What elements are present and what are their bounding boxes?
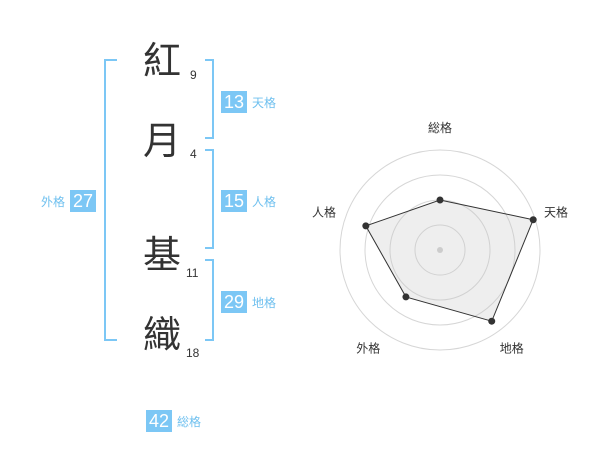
chikaku-badge: 29 地格: [221, 291, 276, 313]
stroke-count-2: 4: [190, 147, 197, 161]
tenkaku-label: 天格: [252, 95, 277, 110]
radar-point-2: [529, 216, 537, 224]
stroke-count-3: 11: [186, 266, 199, 280]
soukaku-value: 42: [146, 410, 172, 432]
radar-axis-label-5: 人格: [312, 204, 336, 219]
radar-axis-label-1: 総格: [428, 120, 452, 135]
radar-axis-label-4: 外格: [356, 341, 380, 356]
radar-ring: [339, 149, 541, 351]
jinkaku-value: 15: [221, 190, 247, 212]
radar-point-4: [402, 293, 410, 301]
jinkaku-badge: 15 人格: [221, 190, 276, 212]
name-char-3: 基: [143, 233, 182, 277]
tenkaku-value: 13: [221, 91, 247, 113]
name-char-4: 織: [143, 313, 182, 357]
jinkaku-label: 人格: [252, 194, 277, 209]
radar-ring: [364, 174, 516, 326]
chikaku-bracket: [205, 259, 214, 341]
radar-point-1: [436, 196, 444, 204]
radar-axis-label-3: 地格: [500, 341, 524, 356]
name-char-1: 紅: [143, 39, 182, 83]
stroke-count-4: 18: [186, 346, 200, 360]
stroke-count-1: 9: [190, 68, 197, 82]
soukaku-badge: 42 総格: [146, 410, 201, 432]
radar-center-point: [437, 247, 443, 253]
jinkaku-bracket: [205, 149, 214, 249]
gaikaku-bracket: [104, 59, 117, 341]
tenkaku-bracket: [205, 59, 214, 139]
radar-polygon: [365, 199, 534, 322]
radar-point-3: [488, 317, 496, 325]
gaikaku-value: 27: [70, 190, 97, 212]
radar-point-5: [362, 222, 370, 230]
name-char-2: 月: [143, 119, 182, 163]
chikaku-value: 29: [221, 291, 247, 313]
tenkaku-badge: 13 天格: [221, 91, 276, 113]
soukaku-label: 総格: [177, 414, 202, 429]
radar-ring: [414, 224, 466, 276]
gaikaku-badge: 外格 27: [41, 190, 97, 212]
chikaku-label: 地格: [252, 295, 277, 310]
radar-axis-label-2: 天格: [544, 204, 568, 219]
gaikaku-label: 外格: [41, 194, 66, 209]
